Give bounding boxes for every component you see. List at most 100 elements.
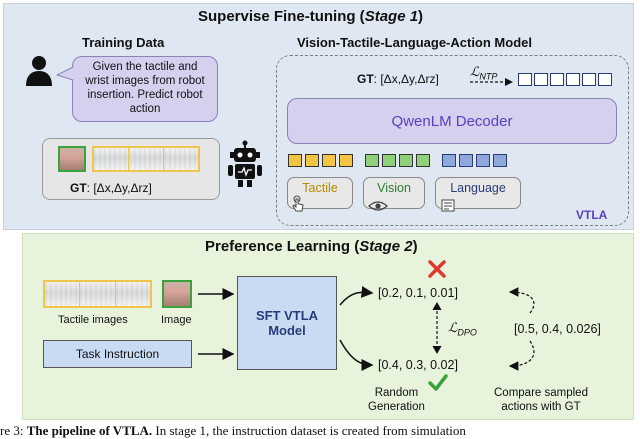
tactile-token — [305, 154, 319, 167]
sft-model-line-2: Model — [268, 323, 306, 338]
stage1-title-prefix: Supervise Fine-tuning ( — [198, 8, 365, 25]
output-token — [550, 73, 564, 86]
prompt-line-4: action — [129, 103, 161, 115]
model-gt-key: GT — [357, 72, 374, 86]
language-module-label: Language — [450, 181, 506, 195]
language-token — [493, 154, 507, 167]
tactile-image — [128, 148, 163, 170]
chosen-action: [0.4, 0.3, 0.02] — [378, 358, 458, 372]
ntp-loss-label: ℒNTP — [470, 64, 497, 82]
output-token — [534, 73, 548, 86]
caption-bold: The pipeline of VTLA. — [26, 423, 153, 438]
stage2-wrist-image — [162, 280, 192, 308]
vtla-tag: VTLA — [576, 208, 608, 222]
tactile-module-label: Tactile — [302, 181, 338, 195]
dpo-loss-subscript: DPO — [457, 327, 477, 338]
compare-line-1: Compare sampled — [494, 387, 588, 399]
model-to-chosen-arrow — [339, 339, 374, 371]
gt-to-rejected-arrow — [508, 287, 535, 314]
language-token — [442, 154, 456, 167]
text-document-icon — [441, 199, 455, 212]
tactile-token — [322, 154, 336, 167]
tactile-image — [79, 282, 115, 306]
tactile-image — [114, 282, 151, 306]
qwenlm-decoder: QwenLM Decoder — [287, 98, 617, 144]
tactile-token — [339, 154, 353, 167]
wrist-image — [58, 146, 86, 172]
caption-rest: In stage 1, the instruction dataset is c… — [152, 423, 466, 438]
person-icon — [26, 56, 52, 86]
vision-module-label: Vision — [377, 181, 411, 195]
caption-prefix: re 3: — [0, 423, 27, 438]
stage1-title: Supervise Fine-tuning (Stage 1) — [198, 8, 423, 25]
accept-check-icon — [428, 374, 448, 391]
tactile-image — [163, 148, 198, 170]
image-label: Image — [161, 314, 192, 326]
reject-cross-icon — [428, 260, 446, 278]
model-title: Vision-Tactile-Language-Action Model — [297, 35, 532, 50]
robot-icon — [228, 140, 262, 187]
stage1-title-italic: Stage 1 — [364, 8, 419, 25]
random-generation-line-1: Random — [374, 387, 419, 399]
stage2-tactile-strip — [43, 280, 152, 308]
sft-model-line-1: SFT VTLA — [255, 308, 319, 323]
training-data-title: Training Data — [82, 35, 165, 50]
model-gt-label: GT: [Δx,Δy,Δrz] — [357, 72, 439, 86]
tactile-images-label: Tactile images — [58, 314, 128, 326]
bubble-tail — [56, 66, 75, 81]
random-generation-line-2: Generation — [368, 401, 425, 413]
dpo-loss-label: ℒDPO — [448, 320, 477, 338]
model-gt-value: : [Δx,Δy,Δrz] — [373, 72, 439, 86]
training-gt-label: GT: [Δx,Δy,Δrz] — [70, 181, 152, 195]
dpo-arrow-up — [432, 301, 442, 311]
output-token — [518, 73, 532, 86]
hand-touch-icon — [292, 195, 304, 212]
dpo-loss-symbol: ℒ — [448, 320, 458, 335]
vision-token — [399, 154, 413, 167]
ntp-loss-symbol: ℒ — [470, 64, 480, 79]
stage2-title-prefix: Preference Learning ( — [205, 238, 360, 255]
figure-caption: re 3: The pipeline of VTLA. In stage 1, … — [0, 423, 466, 439]
input-token-row — [288, 154, 507, 167]
vision-token — [365, 154, 379, 167]
random-generation-label: Random Generation — [368, 386, 425, 414]
vision-token — [416, 154, 430, 167]
output-token — [598, 73, 612, 86]
task-instruction-box: Task Instruction — [43, 340, 192, 368]
stage1-title-suffix: ) — [418, 8, 424, 25]
compare-line-2: actions with GT — [501, 401, 581, 413]
stage2-title: Preference Learning (Stage 2) — [205, 238, 418, 255]
stage2-title-italic: Stage 2 — [359, 238, 413, 255]
eye-icon — [368, 201, 388, 211]
decoder-label: QwenLM Decoder — [391, 112, 513, 130]
vtla-model-box — [276, 55, 629, 226]
rejected-action: [0.2, 0.1, 0.01] — [378, 286, 458, 300]
stage2-title-suffix: ) — [412, 238, 418, 255]
tactile-image-strip — [92, 146, 200, 172]
training-gt-value: : [Δx,Δy,Δrz] — [86, 181, 152, 195]
output-token — [582, 73, 596, 86]
language-token — [476, 154, 490, 167]
ntp-arrow — [470, 78, 513, 86]
gt-action: [0.5, 0.4, 0.026] — [514, 322, 601, 336]
tactile-image — [94, 148, 128, 170]
sft-vtla-model-box: SFT VTLA Model — [237, 276, 337, 370]
tactile-image — [45, 282, 80, 306]
dpo-arrow-down — [432, 345, 442, 355]
task-instruction-label: Task Instruction — [75, 347, 160, 361]
tactile-token — [288, 154, 302, 167]
output-token-row — [518, 73, 612, 86]
gt-to-chosen-arrow — [508, 340, 535, 371]
output-token — [566, 73, 580, 86]
prompt-bubble: Given the tactile and wrist images from … — [72, 56, 218, 122]
ntp-loss-subscript: NTP — [479, 71, 498, 82]
training-gt-key: GT — [70, 181, 87, 195]
compare-label: Compare sampled actions with GT — [494, 386, 588, 414]
language-token — [459, 154, 473, 167]
prompt-line-1: Given the tactile and — [92, 61, 198, 73]
model-to-rejected-arrow — [339, 285, 374, 306]
vision-token — [382, 154, 396, 167]
prompt-line-2: wrist images from robot — [85, 75, 205, 87]
prompt-line-3: insertion. Predict robot — [87, 89, 203, 101]
